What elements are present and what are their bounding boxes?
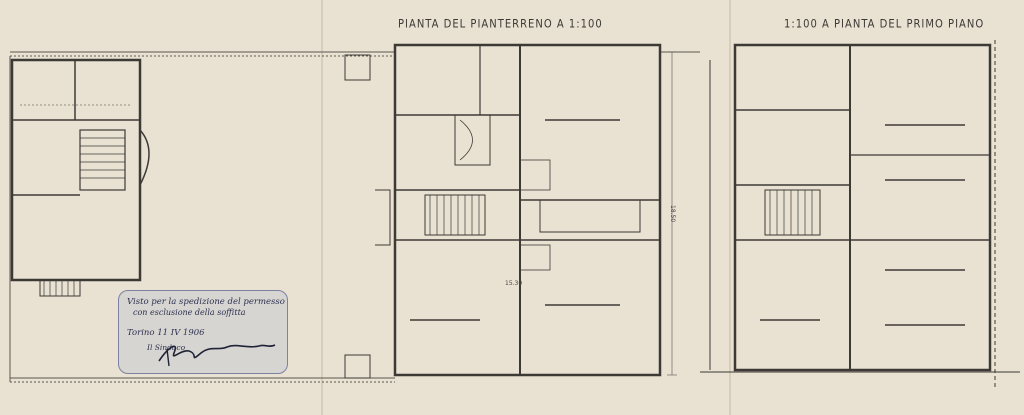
first-floor-plan (700, 40, 1020, 390)
ground-floor-plan (344, 43, 662, 379)
annex-plan (10, 58, 150, 297)
site-boundary (9, 51, 700, 383)
depth-dimension-ground (667, 51, 677, 376)
stamp-signatory-label: Il Sindaco (147, 343, 186, 352)
stamp-line-1: Visto per la spedizione del permesso (127, 297, 285, 307)
depth-dimension-label: 18.50 (669, 205, 676, 223)
stamp-line-2: con esclusione della soffitta (133, 308, 246, 317)
stamp-date: Torino 11 IV 1906 (127, 328, 205, 338)
handwritten-signature (158, 344, 276, 367)
ground-floor-title: PIANTA DEL PIANTERRENO A 1:100 (398, 18, 603, 31)
paper-folds (321, 0, 731, 415)
first-floor-title: 1:100 A PIANTA DEL PRIMO PIANO (784, 18, 985, 31)
municipal-approval-stamp: Visto per la spedizione del permesso con… (118, 290, 288, 374)
width-dimension-label: 15.30 (505, 280, 523, 287)
